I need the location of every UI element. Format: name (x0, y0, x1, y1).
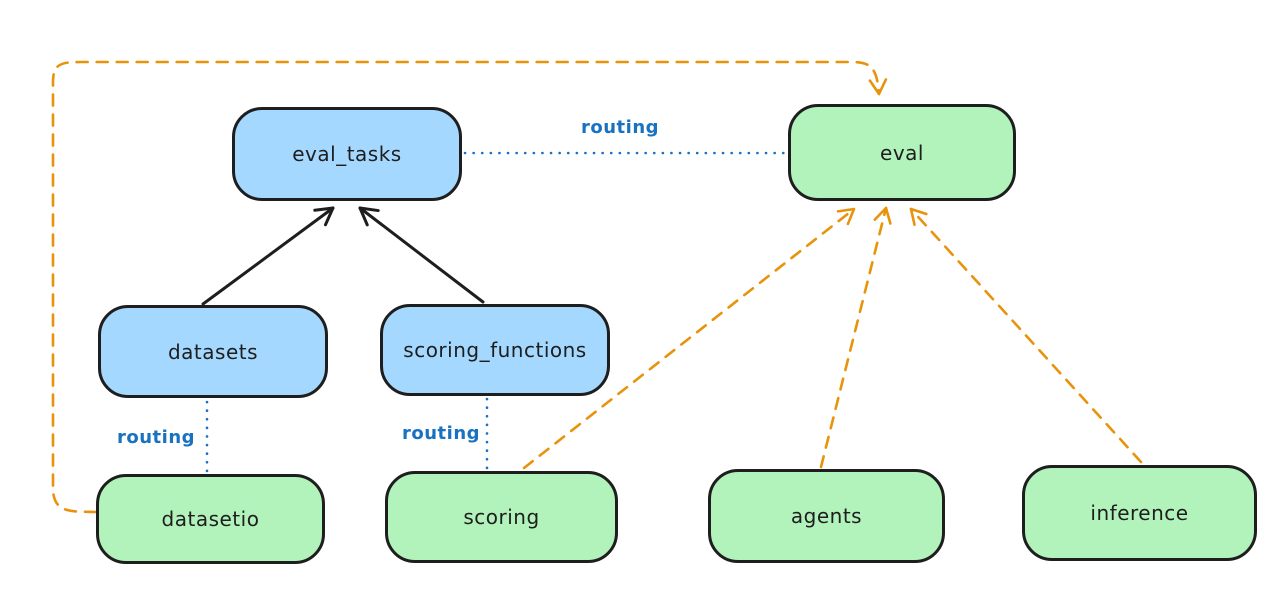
edge-scoring-functions-to-eval-tasks (358, 206, 485, 304)
node-scoring-label: scoring (463, 505, 540, 529)
node-scoring-functions: scoring_functions (380, 304, 610, 396)
node-eval-tasks: eval_tasks (232, 107, 462, 201)
node-datasets: datasets (98, 305, 328, 398)
node-scoring: scoring (385, 471, 618, 563)
node-inference: inference (1022, 465, 1257, 561)
node-agents-label: agents (790, 504, 863, 528)
edge-datasetio-to-eval (51, 60, 888, 514)
node-eval-label: eval (880, 140, 924, 165)
edge-label-routing-scoring-functions-scoring: routing (402, 423, 481, 444)
node-eval-tasks-label: eval_tasks (292, 142, 402, 166)
edge-label-routing-datasets-datasetio: routing (117, 427, 196, 448)
node-datasetio-label: datasetio (161, 507, 260, 531)
node-inference-label: inference (1090, 501, 1189, 525)
node-agents: agents (708, 469, 945, 563)
node-datasets-label: datasets (167, 339, 259, 364)
node-datasetio: datasetio (96, 474, 325, 564)
edge-agents-to-eval (819, 206, 892, 469)
edge-datasets-to-eval-tasks (201, 206, 335, 306)
edge-scoring-to-eval (522, 207, 856, 470)
node-scoring-functions-label: scoring_functions (403, 338, 587, 362)
node-eval: eval (788, 104, 1016, 201)
edge-label-routing-eval-tasks-eval: routing (581, 117, 660, 138)
edge-inference-to-eval (909, 207, 1143, 464)
